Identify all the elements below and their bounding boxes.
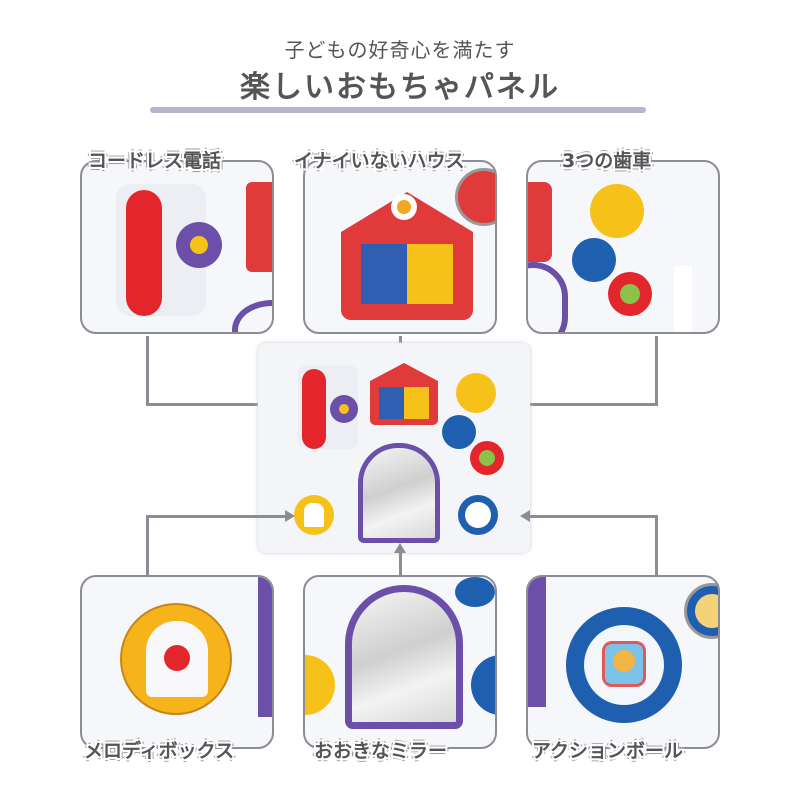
label-action-ball: アクションボール	[532, 740, 684, 762]
blue-gear-icon	[572, 238, 616, 282]
character-card	[361, 244, 407, 304]
house-icon	[370, 363, 438, 425]
blue-gear-icon	[442, 415, 476, 449]
mirror-edge	[258, 577, 272, 717]
card-cordless-phone	[80, 160, 274, 334]
house-edge	[528, 182, 552, 262]
connector-line	[399, 552, 402, 576]
card-peekaboo-house	[303, 160, 497, 334]
card-action-ball	[526, 575, 720, 749]
mirror-icon	[358, 443, 440, 543]
mirror-edge	[232, 300, 272, 332]
melody-box-icon	[120, 603, 232, 715]
melody-box-edge	[305, 655, 335, 715]
label-three-gears: 3つの歯車	[562, 150, 652, 172]
arrow-up-icon	[394, 543, 406, 553]
slot	[674, 266, 692, 332]
mirror-icon	[345, 585, 463, 729]
action-ball-edge	[471, 655, 495, 715]
subtitle: 子どもの好奇心を満たす	[284, 38, 516, 62]
yellow-gear-icon	[590, 184, 644, 238]
title-underline	[150, 107, 646, 113]
arrow-left-icon	[520, 510, 530, 522]
melody-box-icon	[294, 495, 334, 535]
house-zoom-inset	[455, 168, 495, 226]
label-big-mirror: おおきなミラー	[314, 740, 448, 762]
red-gear-icon	[608, 272, 652, 316]
yellow-gear-icon	[456, 373, 496, 413]
connector-line	[528, 515, 658, 518]
ball-zoom-inset	[684, 583, 718, 639]
gear-edge	[455, 577, 495, 607]
connector-line	[655, 336, 658, 406]
dial-icon	[330, 395, 358, 423]
connector-line	[528, 403, 658, 406]
page-title: 楽しいおもちゃパネル	[240, 70, 560, 105]
card-big-mirror	[303, 575, 497, 749]
phone-icon	[126, 190, 162, 316]
connector-line	[146, 336, 149, 406]
connector-line	[146, 403, 286, 406]
dial-icon	[176, 222, 222, 268]
ball-icon	[584, 625, 664, 705]
card-three-gears	[526, 160, 720, 334]
door-icon	[407, 244, 453, 304]
red-gear-icon	[470, 441, 504, 475]
action-ball-icon	[458, 495, 498, 535]
toy-panel	[258, 343, 530, 553]
action-ball-icon	[566, 607, 682, 723]
label-peekaboo-house: イナイいないハウス	[294, 150, 465, 172]
card-melody-box	[80, 575, 274, 749]
connector-line	[146, 515, 286, 518]
house-edge	[246, 182, 272, 272]
phone-icon	[302, 369, 326, 449]
label-melody-box: メロディボックス	[84, 740, 235, 762]
sun-icon	[391, 194, 417, 220]
bird-icon	[164, 645, 190, 671]
connector-line	[146, 515, 149, 575]
connector-line	[655, 515, 658, 575]
house-icon	[341, 192, 473, 320]
mirror-edge	[528, 577, 546, 707]
mirror-edge	[528, 262, 568, 332]
label-cordless-phone: コードレス電話	[88, 150, 222, 172]
cat-icon	[602, 641, 646, 687]
arrow-right-icon	[285, 510, 295, 522]
birdcage-icon	[146, 621, 208, 697]
